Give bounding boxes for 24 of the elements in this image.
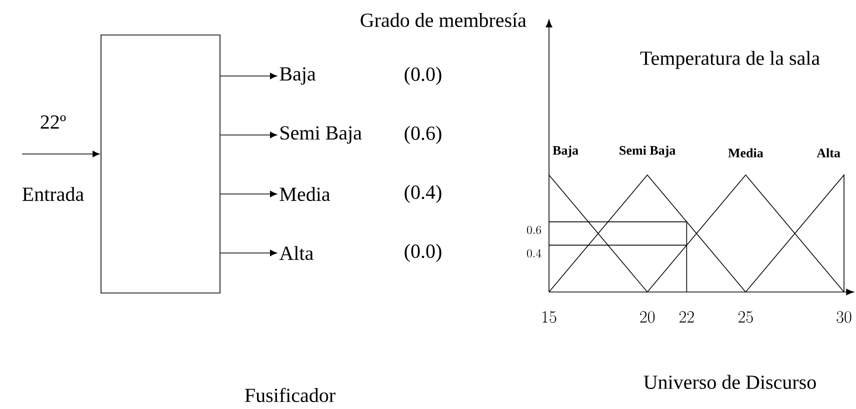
output-label: Semi Baja — [280, 126, 362, 144]
x-tick-label: 15 — [542, 311, 556, 323]
output-label: Baja — [280, 67, 316, 85]
y-tick-label: 0.6 — [527, 226, 542, 234]
x-tick-label: 20 — [640, 311, 655, 323]
edge-label: 22º — [40, 115, 66, 129]
text-label: Fusificador — [245, 388, 336, 402]
value-label: (0.0) — [404, 66, 442, 86]
series-label: Semi Baja — [620, 146, 676, 158]
text: Temperatura de la sala — [640, 50, 820, 70]
x-tick-label: 30 — [836, 311, 852, 323]
series-label: Baja — [552, 146, 578, 158]
value-label: (0.0) — [404, 244, 442, 262]
output-label: Media — [280, 186, 330, 202]
output-label: Alta — [279, 246, 314, 260]
y-tick-label: 0.4 — [527, 249, 542, 258]
series-label: Alta — [816, 148, 840, 158]
series-label: Media — [728, 148, 764, 158]
value-label: (0.6) — [404, 126, 442, 144]
value-label: (0.4) — [404, 184, 442, 204]
y-axis-title: Grado de membresía — [360, 12, 526, 28]
x-tick-label: 25 — [738, 311, 753, 323]
x-axis-title: Universo de Discurso — [644, 374, 816, 389]
x-tick-label: 22 — [679, 311, 694, 323]
